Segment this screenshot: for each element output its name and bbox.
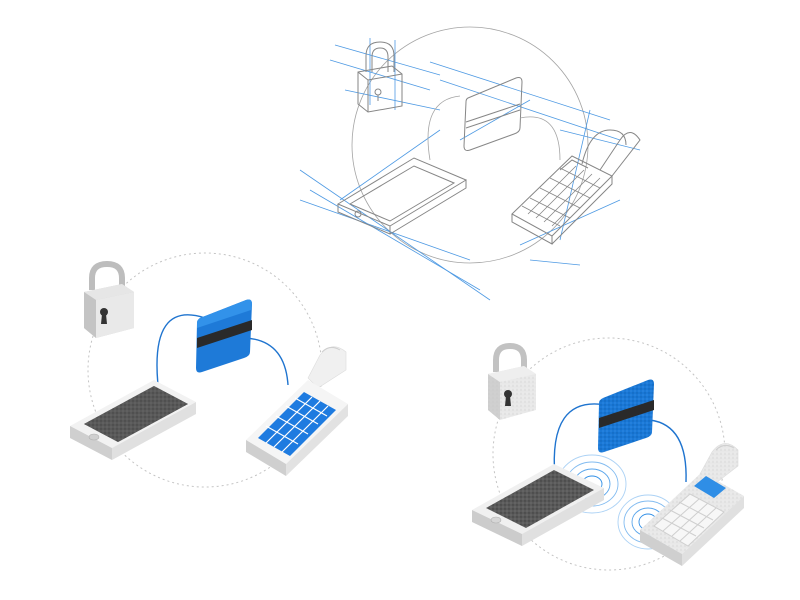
padlock-icon [488, 342, 536, 420]
smartphone-icon [472, 464, 604, 546]
wire-card-terminal [244, 337, 289, 386]
payment-card-icon [463, 77, 523, 151]
smartphone-icon [70, 380, 196, 460]
wire-phone-card [156, 314, 206, 386]
padlock-icon [357, 41, 403, 113]
payment-card-icon [598, 379, 654, 453]
wire-phone-card [553, 403, 607, 479]
flat-illustration [70, 252, 348, 488]
wire-card-terminal [649, 419, 687, 483]
blueprint-circle [351, 26, 589, 264]
terminal-display [694, 476, 726, 498]
keypad-grid [265, 396, 329, 453]
blueprint-guide-lines [299, 38, 641, 301]
textured-illustration [472, 337, 744, 571]
padlock-icon [84, 260, 134, 338]
card-terminal-icon [511, 129, 641, 245]
blueprint-illustration [299, 26, 641, 301]
payment-card-icon [196, 299, 252, 373]
card-terminal-icon [640, 443, 744, 566]
keypad-grid [653, 493, 725, 547]
smartphone-icon [336, 157, 468, 235]
card-terminal-icon [246, 346, 348, 476]
